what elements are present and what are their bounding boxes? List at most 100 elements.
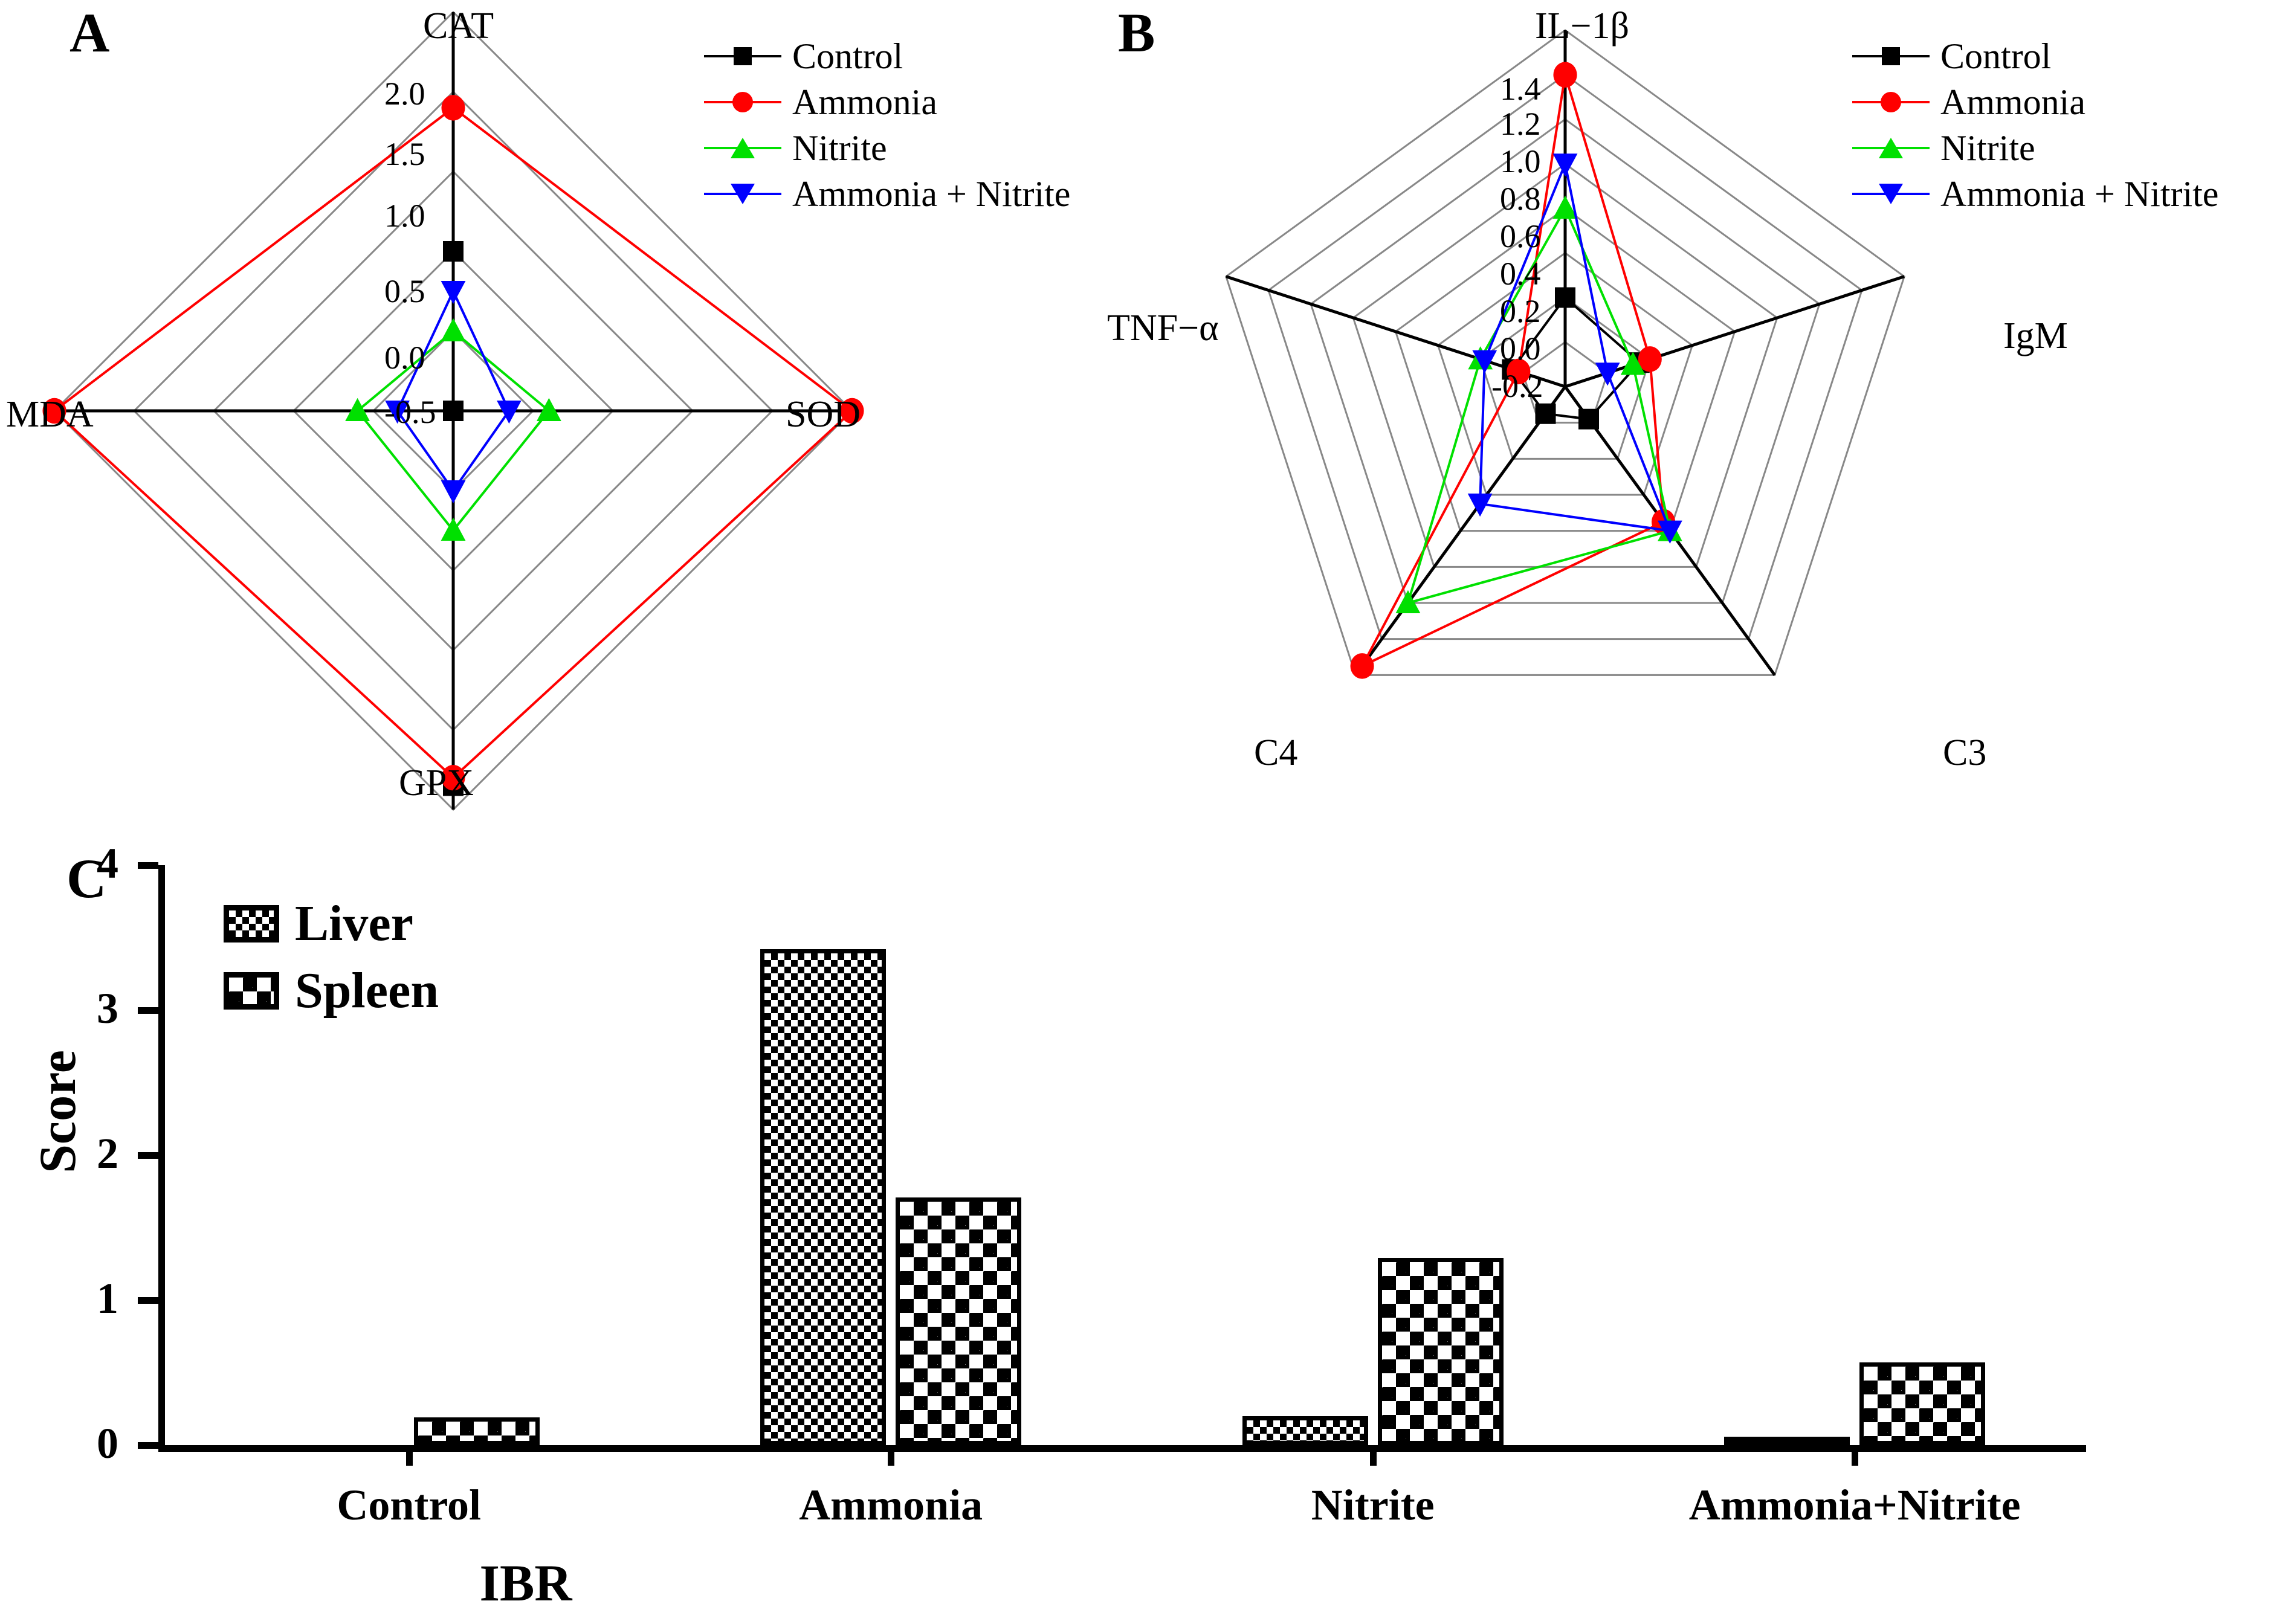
tick-b-06: 0.6 [1500, 218, 1541, 254]
square-icon [734, 47, 752, 65]
axis-label-tnfa: TNF−α [1107, 308, 1219, 349]
legend-item-control[interactable]: Control [704, 33, 1070, 79]
y-tick-label-2: 2 [97, 1129, 118, 1178]
legend-symbol-control [1852, 44, 1930, 68]
legend-item-ammonia[interactable]: Ammonia [704, 79, 1070, 125]
triangle-up-icon [731, 138, 755, 158]
legend-label-ammonia-nitrite: Ammonia + Nitrite [1940, 173, 2219, 214]
legend-symbol-control [704, 44, 781, 68]
bar-ammonia-nitrite-liver[interactable] [1724, 1437, 1850, 1445]
y-tick-label-3: 3 [97, 984, 118, 1033]
tick-a-05: 0.5 [384, 273, 425, 309]
legend-item-liver[interactable]: Liver [224, 894, 439, 953]
panel-b: B IL−1β IgM C3 C4 TNF−α 1.4 1.2 1.0 0.8 … [1107, 0, 2271, 846]
bar-nitrite-spleen[interactable] [1377, 1258, 1504, 1445]
panel-a: A CAT SOD GPX MDA 2.0 1.5 1.0 0.5 0.0 -0… [0, 0, 1118, 846]
bar-ammonia-spleen[interactable] [896, 1197, 1022, 1445]
legend-item-ammonia[interactable]: Ammonia [1852, 79, 2218, 125]
legend-label-ammonia: Ammonia [792, 82, 937, 122]
tick-a-2: 2.0 [384, 76, 425, 112]
legend-item-nitrite[interactable]: Nitrite [1852, 125, 2218, 171]
legend-item-spleen[interactable]: Spleen [224, 961, 439, 1020]
legend-symbol-nitrite [1852, 136, 1930, 160]
bar-nitrite-liver[interactable] [1242, 1416, 1368, 1445]
legend-label-ammonia: Ammonia [1940, 82, 2085, 122]
tick-b-08: 0.8 [1500, 181, 1541, 217]
triangle-down-icon [1879, 184, 1903, 204]
panel-b-legend: Control Ammonia Nitrite Ammonia + Nitrit… [1852, 33, 2218, 217]
circle-icon [1881, 92, 1901, 112]
x-tick-mark [1852, 1445, 1859, 1466]
axis-label-c3: C3 [1943, 732, 1987, 773]
y-axis-line [158, 865, 165, 1445]
tick-b-04: 0.4 [1500, 256, 1541, 292]
axis-label-igm: IgM [2003, 315, 2068, 356]
panel-a-radar [42, 10, 864, 811]
legend-item-nitrite[interactable]: Nitrite [704, 125, 1070, 171]
bar-control-spleen[interactable] [413, 1417, 540, 1445]
tick-b-14: 1.4 [1500, 71, 1541, 107]
tick-b-m02: -0.2 [1491, 368, 1543, 404]
legend-label-nitrite: Nitrite [792, 127, 887, 168]
triangle-up-icon [1879, 138, 1903, 158]
legend-symbol-ammonia [1852, 90, 1930, 114]
x-tick-mark [1369, 1445, 1377, 1466]
y-tick-mark [138, 1007, 158, 1014]
tick-b-02: 0.2 [1500, 293, 1541, 329]
panel-a-label: A [69, 2, 110, 63]
x-axis-label: IBR [479, 1554, 572, 1612]
tick-b-12: 1.2 [1500, 106, 1541, 142]
legend-label-spleen: Spleen [295, 962, 439, 1019]
spleen-swatch-icon [224, 971, 279, 1010]
x-axis-line [158, 1445, 2086, 1452]
panel-c-legend: Liver Spleen [224, 894, 439, 1028]
y-tick-label-0: 0 [97, 1419, 118, 1468]
tick-a-15: 1.5 [384, 136, 425, 172]
legend-label-control: Control [792, 36, 903, 76]
circle-icon [732, 92, 753, 112]
legend-symbol-ammonia [704, 90, 781, 114]
axis-label-cat: CAT [423, 5, 494, 47]
y-axis-label: Score [28, 1050, 86, 1173]
tick-b-00: 0.0 [1500, 330, 1541, 367]
legend-symbol-ammonia-nitrite [704, 182, 781, 206]
legend-item-control[interactable]: Control [1852, 33, 2218, 79]
y-tick-label-4: 4 [97, 839, 118, 888]
x-tick-label-control: Control [337, 1481, 482, 1529]
legend-symbol-nitrite [704, 136, 781, 160]
axis-label-mda: MDA [6, 394, 94, 435]
x-tick-label-ammonia: Ammonia [799, 1481, 983, 1529]
tick-a-1: 1.0 [384, 198, 425, 234]
tick-b-10: 1.0 [1500, 143, 1541, 179]
x-tick-mark [888, 1445, 895, 1466]
axis-label-il1b: IL−1β [1535, 5, 1630, 47]
legend-item-ammonia-nitrite[interactable]: Ammonia + Nitrite [704, 171, 1070, 217]
legend-label-nitrite: Nitrite [1940, 127, 2035, 168]
triangle-down-icon [731, 184, 755, 204]
panel-c-plot [138, 862, 2086, 1466]
bar-ammonia-nitrite-spleen[interactable] [1859, 1362, 1986, 1445]
legend-symbol-ammonia-nitrite [1852, 182, 1930, 206]
y-tick-mark [138, 1152, 158, 1159]
y-tick-mark [138, 1442, 158, 1449]
y-tick-mark [138, 1297, 158, 1304]
legend-label-control: Control [1940, 36, 2052, 76]
legend-label-ammonia-nitrite: Ammonia + Nitrite [792, 173, 1071, 214]
liver-swatch-icon [224, 904, 279, 942]
tick-a-00: 0.0 [384, 340, 425, 376]
panel-b-radar [1225, 29, 1905, 679]
axis-label-c4: C4 [1254, 732, 1298, 773]
bar-ammonia-liver[interactable] [760, 949, 887, 1445]
square-icon [1882, 47, 1900, 65]
legend-label-liver: Liver [295, 895, 413, 952]
legend-item-ammonia-nitrite[interactable]: Ammonia + Nitrite [1852, 171, 2218, 217]
tick-a-m05: -0.5 [384, 394, 436, 430]
panel-b-label: B [1118, 2, 1155, 63]
axis-label-sod: SOD [786, 394, 861, 435]
panel-c-label: C [66, 848, 107, 909]
x-tick-label-nitrite: Nitrite [1311, 1481, 1435, 1529]
y-tick-mark [138, 862, 158, 869]
x-tick-mark [405, 1445, 413, 1466]
axis-label-gpx: GPX [399, 762, 474, 804]
